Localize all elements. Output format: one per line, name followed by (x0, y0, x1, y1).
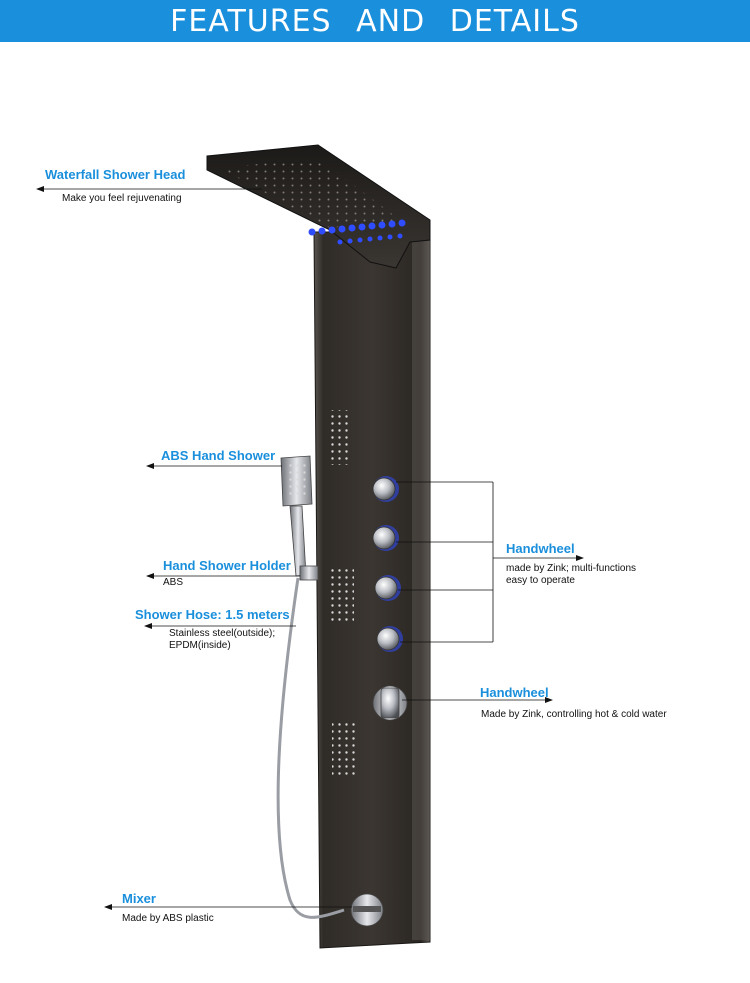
page-title: FEATURES AND DETAILS (170, 3, 580, 39)
shower-hose-desc-outside: Stainless steel(outside); (169, 628, 276, 639)
handwheel-functions-desc: made by Zink; multi-functions (506, 563, 637, 574)
shower-hose (276, 577, 345, 919)
header-banner: FEATURES AND DETAILS (0, 0, 750, 42)
body-jets-middle (330, 566, 354, 621)
handwheel-temperature-title: Handwheel (480, 685, 549, 700)
handwheel-knobs (372, 476, 403, 652)
temperature-handwheel (372, 685, 408, 721)
mixer-title: Mixer (122, 891, 156, 906)
body-jets-bottom (332, 722, 356, 777)
waterfall-shower-head-desc: Make you feel rejuvenating (62, 193, 182, 204)
shower-hose-desc-inside: EPDM(inside) (169, 640, 231, 651)
hand-shower-holder-title: Hand Shower Holder (163, 558, 291, 573)
shower-hose-title: Shower Hose: 1.5 meters (135, 607, 290, 622)
waterfall-shower-head-title: Waterfall Shower Head (45, 167, 186, 182)
hand-shower-holder (299, 565, 319, 581)
mixer-desc: Made by ABS plastic (122, 913, 214, 924)
mixer-knob (350, 893, 384, 927)
handwheel-functions-title: Handwheel (506, 541, 575, 556)
hand-shower (280, 455, 313, 577)
led-strip (308, 219, 406, 245)
handwheel-functions-desc-2: easy to operate (506, 575, 575, 586)
body-jets-top (328, 410, 352, 465)
handwheel-temperature-desc: Made by Zink, controlling hot & cold wat… (481, 709, 667, 720)
hand-shower-holder-desc: ABS (163, 577, 184, 588)
abs-hand-shower-title: ABS Hand Shower (161, 448, 276, 463)
